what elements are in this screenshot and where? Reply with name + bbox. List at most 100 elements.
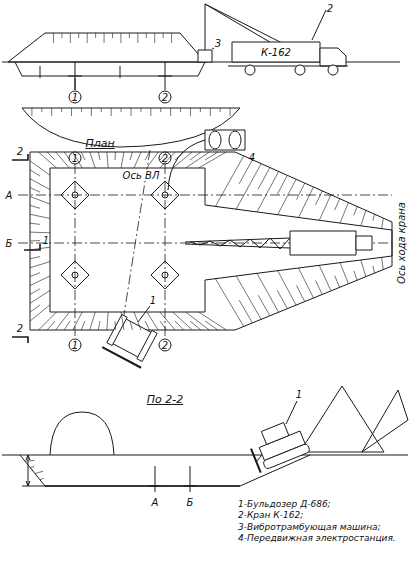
hatch-stroke xyxy=(137,33,138,43)
bulldozer-symbol xyxy=(247,417,311,472)
crane-symbol xyxy=(232,42,320,62)
view-title: План xyxy=(85,138,114,150)
hatch-stroke xyxy=(104,33,105,43)
power-station xyxy=(205,130,245,150)
bulldozer-plan xyxy=(102,314,159,368)
column-symbol xyxy=(120,66,121,78)
bulldozer-plan xyxy=(107,314,127,345)
hatch-stroke xyxy=(180,108,181,112)
slope-hatching xyxy=(25,33,383,480)
hatch-stroke xyxy=(354,206,357,215)
hatch-stroke xyxy=(257,273,279,312)
axis-note: Ось ВЛ xyxy=(122,170,161,181)
hatch-stroke xyxy=(382,257,384,269)
crane-symbol xyxy=(328,65,338,75)
hatch-stroke xyxy=(30,305,40,312)
hatch-stroke xyxy=(30,214,50,218)
axis-number: 2 xyxy=(162,153,168,164)
pit-section xyxy=(8,33,205,62)
axis-number: 1 xyxy=(72,340,78,351)
hatch-stroke xyxy=(340,203,348,224)
bulldozer-plan xyxy=(102,347,141,368)
hatch-stroke xyxy=(30,188,40,193)
bulldozer-plan xyxy=(137,330,157,361)
hatch-stroke xyxy=(121,152,124,168)
hatch-stroke xyxy=(30,305,50,321)
foundation-diamond xyxy=(72,272,78,278)
axis-marker xyxy=(159,339,171,351)
hatch-stroke xyxy=(39,312,57,330)
hatch-stroke xyxy=(361,260,366,277)
hatch-stroke xyxy=(316,281,323,295)
hatch-stroke xyxy=(199,152,227,168)
dimension-line xyxy=(26,455,30,460)
hatch-stroke xyxy=(186,152,210,168)
axis-letter: Б xyxy=(6,238,13,249)
vibrating-machine xyxy=(198,50,212,62)
hatch-stroke xyxy=(98,321,100,330)
spoil-heap xyxy=(362,390,408,452)
power-station xyxy=(229,131,241,149)
hatch-stroke xyxy=(145,152,150,160)
hatch-stroke xyxy=(41,108,42,112)
callout-number: 1 xyxy=(296,389,302,400)
hatch-stroke xyxy=(81,321,85,330)
hatch-stroke xyxy=(30,262,50,268)
hatch-stroke xyxy=(107,312,108,330)
crane-plan xyxy=(185,238,290,242)
hatch-stroke xyxy=(30,273,40,277)
foundation-diamond xyxy=(61,181,89,209)
hatch-stroke xyxy=(87,33,88,43)
hatch-stroke xyxy=(53,33,54,43)
hatch-stroke xyxy=(35,471,43,473)
hatch-stroke xyxy=(81,152,85,160)
hatch-stroke xyxy=(150,108,151,116)
spoil-heap xyxy=(50,412,114,455)
axis-marker xyxy=(159,91,171,103)
hatch-stroke xyxy=(30,205,40,208)
legend-note: 4-Передвижная электростанция. xyxy=(238,533,408,544)
crane-symbol xyxy=(320,48,346,66)
hatch-stroke xyxy=(61,108,62,112)
section-mark: 2 xyxy=(17,323,23,334)
hatch-stroke xyxy=(147,152,158,168)
hatch-stroke xyxy=(160,152,175,168)
hatch-stroke xyxy=(239,300,252,323)
axis-marker xyxy=(69,152,171,351)
dimension-line xyxy=(22,455,45,486)
hatch-stroke xyxy=(296,285,304,301)
hatch-stroke xyxy=(115,321,116,330)
ground-line xyxy=(2,455,408,456)
hatch-stroke xyxy=(146,33,147,38)
dimension-line xyxy=(22,486,45,487)
hatch-stroke xyxy=(64,321,70,330)
hatch-stroke xyxy=(30,170,40,176)
hatch-stroke xyxy=(39,152,57,168)
axis-number: 2 xyxy=(162,340,168,351)
axis-marker xyxy=(69,78,171,103)
hatch-stroke xyxy=(30,276,50,286)
hatch-stroke xyxy=(30,232,50,234)
axis-marker xyxy=(69,152,81,164)
hatch-stroke xyxy=(335,276,340,288)
hatch-stroke xyxy=(319,265,331,291)
axis-line xyxy=(18,150,392,340)
hatch-stroke xyxy=(30,179,50,190)
column-symbol xyxy=(68,76,82,77)
hatch-stroke xyxy=(258,295,270,316)
hatch-stroke xyxy=(78,33,79,38)
crane-symbol xyxy=(245,65,255,75)
leader-line xyxy=(286,401,297,424)
hatch-stroke xyxy=(121,312,124,330)
axis-marker xyxy=(75,78,76,90)
hatch-stroke xyxy=(130,321,133,330)
hatch-stroke xyxy=(91,108,92,116)
callout-number: 2 xyxy=(327,3,333,14)
power-station xyxy=(168,140,205,190)
hatch-stroke xyxy=(30,257,40,259)
hatch-stroke xyxy=(147,312,158,330)
axis-line xyxy=(75,164,76,338)
spoil-heap xyxy=(300,386,384,452)
hatch-stroke xyxy=(277,290,287,308)
hatch-stroke xyxy=(190,108,191,116)
